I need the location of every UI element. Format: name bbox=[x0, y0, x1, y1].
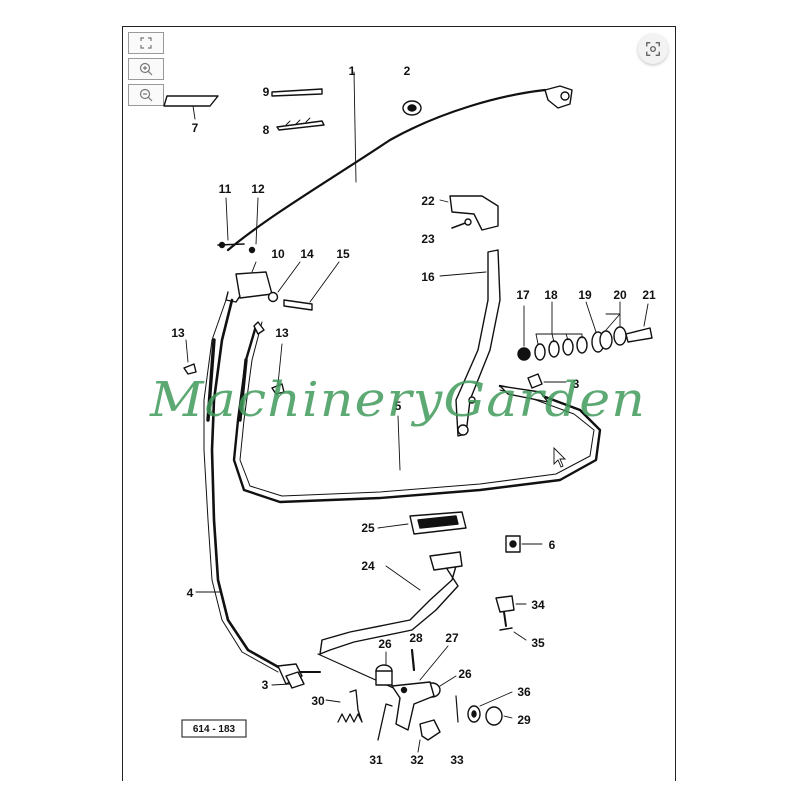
callout-28: 28 bbox=[409, 631, 423, 645]
part-29-nut bbox=[485, 706, 503, 726]
callout-1: 1 bbox=[349, 64, 356, 78]
callout-27: 27 bbox=[445, 631, 459, 645]
part-12-nut bbox=[248, 246, 256, 254]
part-3-clevis-lower bbox=[285, 671, 305, 689]
callout-30: 30 bbox=[311, 694, 325, 708]
part-13-clip-left bbox=[183, 363, 197, 375]
callout-29: 29 bbox=[517, 713, 531, 727]
callout-6: 6 bbox=[549, 538, 556, 552]
callout-5: 5 bbox=[395, 399, 402, 413]
callout-16: 16 bbox=[421, 270, 435, 284]
callout-26-left: 26 bbox=[378, 637, 392, 651]
fit-screen-button[interactable] bbox=[128, 32, 164, 54]
zoom-in-icon bbox=[139, 62, 153, 76]
callout-19: 19 bbox=[578, 288, 592, 302]
zoom-out-icon bbox=[139, 88, 153, 102]
part-33-split-pin bbox=[455, 695, 459, 723]
part-35-nut bbox=[499, 627, 513, 631]
callout-20: 20 bbox=[613, 288, 627, 302]
callout-31: 31 bbox=[369, 753, 383, 767]
part-15-bolt bbox=[283, 299, 313, 311]
part-20-washers bbox=[599, 326, 627, 350]
part-3-clevis-upper bbox=[527, 373, 543, 389]
callout-14: 14 bbox=[300, 247, 314, 261]
zoom-out-button[interactable] bbox=[128, 84, 164, 106]
callout-17: 17 bbox=[516, 288, 530, 302]
part-7-plate bbox=[163, 95, 219, 107]
visual-search-icon bbox=[646, 42, 660, 56]
callout-32: 32 bbox=[410, 753, 424, 767]
callout-7: 7 bbox=[192, 121, 199, 135]
callout-34: 34 bbox=[531, 598, 545, 612]
part-34-adjuster-bolt bbox=[495, 595, 515, 613]
visual-search-button[interactable] bbox=[638, 34, 668, 64]
callout-4: 4 bbox=[187, 586, 194, 600]
part-32-pivot-bolt bbox=[419, 719, 441, 741]
callout-24: 24 bbox=[361, 559, 375, 573]
callout-9: 9 bbox=[263, 85, 270, 99]
part-28-pin bbox=[410, 648, 416, 672]
part-14-washer bbox=[267, 291, 279, 303]
callout-2: 2 bbox=[404, 64, 411, 78]
part-5-cable bbox=[232, 324, 602, 504]
part-22-knob bbox=[449, 195, 499, 231]
callout-10: 10 bbox=[271, 247, 285, 261]
drawing-ref-box bbox=[181, 719, 247, 738]
callout-36: 36 bbox=[517, 685, 531, 699]
fit-screen-icon bbox=[140, 37, 152, 49]
part-1-throttle-cable bbox=[226, 88, 547, 252]
part-4-cable bbox=[210, 298, 282, 670]
drawing-ref-number: 614 - 183 bbox=[193, 724, 236, 735]
callout-15: 15 bbox=[336, 247, 350, 261]
callout-11: 11 bbox=[219, 182, 232, 196]
part-27-bracket bbox=[391, 681, 435, 731]
part-17-nut bbox=[517, 347, 531, 361]
callout-21: 21 bbox=[642, 288, 656, 302]
part-21-bolt bbox=[625, 327, 653, 343]
part-13-clip-right bbox=[271, 383, 285, 395]
mouse-cursor-icon bbox=[553, 446, 567, 468]
part-18-washers bbox=[534, 336, 588, 361]
callout-13-left: 13 bbox=[171, 326, 185, 340]
callout-33: 33 bbox=[450, 753, 464, 767]
callout-22: 22 bbox=[421, 194, 435, 208]
part-10-clamp-block bbox=[235, 271, 273, 299]
part-8-spring-pin bbox=[276, 120, 325, 131]
callout-26-right: 26 bbox=[458, 667, 472, 681]
callout-35: 35 bbox=[531, 636, 545, 650]
zoom-in-button[interactable] bbox=[128, 58, 164, 80]
callout-18: 18 bbox=[544, 288, 558, 302]
callout-3-upper: 3 bbox=[573, 377, 580, 391]
watermark-text: MachineryGarden bbox=[149, 372, 646, 428]
callout-13-right: 13 bbox=[275, 326, 289, 340]
part-31-link bbox=[377, 703, 393, 741]
callout-25: 25 bbox=[361, 521, 375, 535]
part-9-pin bbox=[271, 88, 323, 97]
callout-8: 8 bbox=[263, 123, 270, 137]
callout-23: 23 bbox=[421, 232, 435, 246]
callout-3-lower: 3 bbox=[262, 678, 269, 692]
part-30-spring bbox=[337, 689, 363, 723]
callout-12: 12 bbox=[251, 182, 265, 196]
